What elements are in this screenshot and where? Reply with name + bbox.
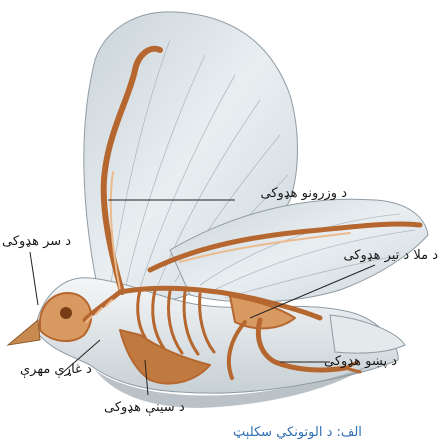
label-skull: د سر هډوکی [2,234,71,250]
label-wishbone: د غاړې مهرې [20,362,92,378]
label-leg-bones: د پښو هډوکی [324,354,397,370]
label-backbone: د ملا د تیر هډوکی [343,248,438,264]
figure-caption: الف: د الوتونکي سکلېټ [233,425,362,440]
label-wing-bones: د وزرونو هډوکی [261,186,347,202]
label-sternum: د سینې هډوکی [104,400,185,416]
